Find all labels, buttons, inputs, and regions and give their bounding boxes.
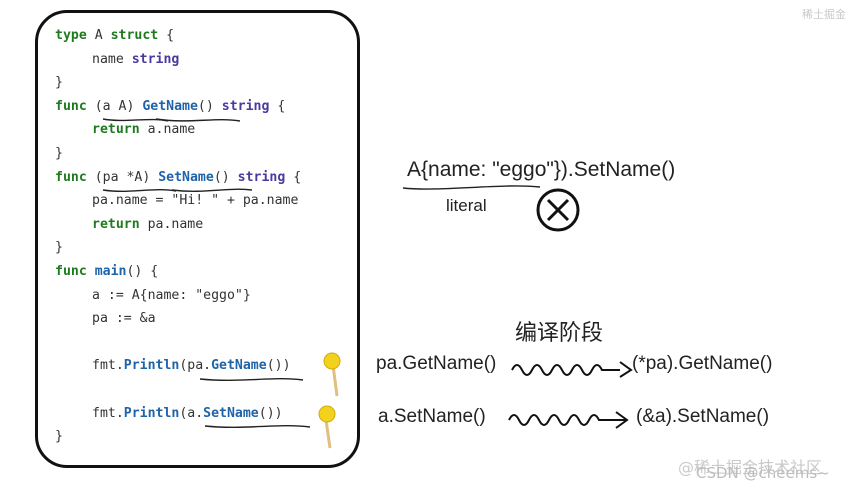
code-token: struct	[110, 28, 159, 43]
code-line: return a.name	[92, 121, 195, 139]
code-token: (pa *A)	[86, 169, 159, 185]
underline-a-setname	[204, 425, 311, 428]
lollipop-icon	[318, 405, 336, 449]
code-token: string	[237, 169, 286, 185]
code-token: (a A)	[86, 98, 143, 114]
lollipop-icon	[323, 352, 341, 397]
code-token: }	[55, 240, 63, 256]
code-token: Println	[123, 358, 180, 374]
code-line: return pa.name	[92, 216, 203, 234]
code-token: SetName	[203, 405, 259, 421]
code-token: {	[158, 28, 175, 43]
watermark-csdn: CSDN @cheems~	[696, 464, 830, 482]
literal-label: literal	[446, 196, 487, 215]
code-token: fmt.	[92, 405, 124, 421]
watermark-juejin: @稀土掘金技术社区	[678, 458, 823, 477]
code-token: type	[55, 28, 87, 43]
code-line: }	[55, 428, 63, 446]
code-token: }	[55, 146, 63, 161]
code-line: }	[55, 145, 63, 163]
code-token: main	[94, 264, 127, 279]
code-token: ()	[197, 98, 222, 114]
code-token: a := A{name: "eggo"}	[92, 287, 251, 303]
code-token: {	[269, 98, 286, 114]
code-token: fmt.	[92, 358, 124, 374]
underline-setname-def	[171, 188, 253, 192]
code-token: func	[55, 98, 87, 114]
watermark-top: 稀土掘金	[802, 8, 846, 21]
code-line: func (a A) GetName() string {	[55, 98, 285, 116]
rewrite-1-from: pa.GetName()	[376, 353, 497, 374]
code-card	[35, 10, 360, 468]
code-token: pa.name	[139, 216, 204, 232]
code-token: (pa.	[179, 358, 212, 374]
code-token: Println	[123, 405, 180, 421]
code-token: a.name	[139, 122, 196, 138]
code-line: }	[55, 239, 63, 257]
code-token: return	[92, 122, 140, 138]
code-line: func main() {	[55, 263, 158, 281]
code-token: ()	[213, 169, 238, 185]
code-token: SetName	[158, 169, 214, 185]
code-token: }	[55, 75, 63, 91]
rewrite-2-from: a.SetName()	[378, 406, 486, 427]
rewrite-1-to: (*pa).GetName()	[632, 353, 773, 374]
code-line: fmt.Println(a.SetName())	[92, 405, 283, 423]
code-line: name string	[92, 51, 179, 69]
underline-getname-def	[155, 118, 241, 122]
code-token: }	[55, 429, 63, 445]
code-token: string	[221, 98, 270, 114]
code-token: string	[131, 51, 180, 67]
literal-expression: A{name: "eggo"}).SetName()	[407, 158, 676, 181]
code-token: name	[92, 51, 132, 67]
code-token: {	[285, 169, 302, 185]
code-line: }	[55, 74, 63, 92]
code-token: ())	[258, 405, 283, 421]
wavy-arrow-icon	[508, 411, 629, 429]
code-line: fmt.Println(pa.GetName())	[92, 357, 291, 375]
underline-pa-getname	[199, 378, 304, 381]
literal-underline	[402, 185, 541, 190]
code-token: return	[92, 216, 140, 232]
code-line: func (pa *A) SetName() string {	[55, 169, 301, 187]
code-token: func	[55, 169, 87, 185]
code-token: func	[55, 264, 87, 279]
error-cross-icon	[536, 188, 580, 232]
code-token: () {	[126, 264, 159, 279]
code-line: pa := &a	[92, 310, 156, 328]
code-line: pa.name = "Hi! " + pa.name	[92, 192, 298, 210]
underline-receiver-pa	[102, 189, 177, 192]
code-line: type A struct {	[55, 27, 174, 45]
code-token: A	[86, 28, 111, 43]
rewrite-2-to: (&a).SetName()	[636, 406, 770, 427]
wavy-arrow-icon	[511, 361, 633, 378]
code-token: GetName	[142, 98, 198, 114]
code-token: GetName	[211, 358, 267, 374]
code-token: pa := &a	[92, 311, 156, 327]
code-token: (a.	[179, 405, 204, 421]
code-token: ())	[266, 358, 291, 374]
code-line: a := A{name: "eggo"}	[92, 287, 251, 305]
code-token: pa.name = "Hi! " + pa.name	[92, 193, 299, 209]
compile-stage-label: 编译阶段	[515, 321, 604, 346]
